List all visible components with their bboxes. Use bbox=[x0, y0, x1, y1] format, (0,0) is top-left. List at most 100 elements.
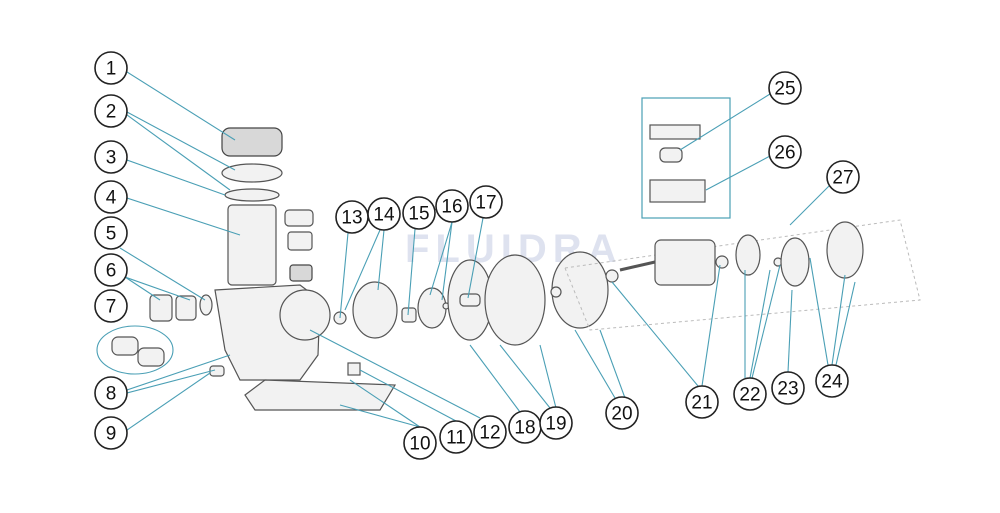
callout-number: 19 bbox=[545, 414, 566, 435]
capacitor bbox=[659, 147, 683, 163]
diffuser bbox=[352, 281, 398, 339]
callout-number: 14 bbox=[373, 205, 395, 226]
lid bbox=[221, 127, 283, 157]
callout-27: 27 bbox=[826, 160, 860, 194]
pump-parts bbox=[96, 97, 921, 411]
leader-line bbox=[831, 274, 846, 366]
impeller bbox=[417, 287, 447, 329]
callout-21: 21 bbox=[685, 385, 719, 419]
adapter-a bbox=[111, 336, 139, 356]
leader-line bbox=[705, 155, 771, 191]
impeller-nut bbox=[401, 307, 417, 323]
union-6b bbox=[175, 295, 197, 321]
leader-line bbox=[751, 264, 781, 379]
bearing bbox=[715, 255, 729, 269]
fan bbox=[780, 237, 810, 287]
fan-cover bbox=[826, 221, 864, 279]
callout-12: 12 bbox=[473, 415, 507, 449]
callout-9: 9 bbox=[94, 416, 128, 450]
callout-number: 22 bbox=[739, 385, 760, 406]
base bbox=[244, 379, 397, 411]
mech-seal bbox=[459, 293, 481, 307]
leader-line bbox=[126, 369, 216, 394]
callout-number: 6 bbox=[106, 261, 117, 282]
motor-plane bbox=[564, 219, 921, 331]
leader-line bbox=[126, 114, 231, 191]
callout-16: 16 bbox=[435, 189, 469, 223]
callout-number: 10 bbox=[409, 434, 430, 455]
callout-number: 3 bbox=[106, 148, 117, 169]
cap-cover bbox=[649, 124, 701, 140]
leader-line bbox=[789, 184, 831, 226]
leader-line bbox=[349, 379, 421, 428]
callout-23: 23 bbox=[771, 371, 805, 405]
union-nut bbox=[284, 209, 314, 227]
callout-number: 23 bbox=[777, 379, 798, 400]
callout-26: 26 bbox=[768, 135, 802, 169]
leader-line bbox=[574, 329, 616, 399]
seal-plate bbox=[484, 254, 546, 346]
leader-line bbox=[611, 281, 699, 387]
callout-number: 21 bbox=[691, 393, 712, 414]
leader-line bbox=[539, 344, 557, 409]
leader-line bbox=[126, 111, 236, 171]
leader-line bbox=[126, 71, 236, 141]
union-part bbox=[289, 264, 313, 282]
basket bbox=[227, 204, 277, 286]
callout-19: 19 bbox=[539, 406, 573, 440]
callout-13: 13 bbox=[335, 200, 369, 234]
callout-20: 20 bbox=[605, 396, 639, 430]
terminal-box bbox=[649, 179, 706, 203]
callout-number: 18 bbox=[514, 418, 535, 439]
leader-line bbox=[441, 221, 453, 301]
leader-line bbox=[835, 281, 856, 366]
leader-line bbox=[339, 232, 349, 319]
leader-line bbox=[599, 329, 626, 399]
callout-22: 22 bbox=[733, 377, 767, 411]
callout-4: 4 bbox=[94, 180, 128, 214]
callout-number: 16 bbox=[441, 197, 462, 218]
leader-line bbox=[749, 269, 771, 379]
callout-number: 26 bbox=[774, 143, 795, 164]
lid-ring bbox=[221, 163, 283, 183]
leader-line bbox=[309, 329, 481, 419]
leader-line bbox=[344, 229, 381, 311]
capacitor-box bbox=[641, 97, 731, 219]
leader-line bbox=[787, 289, 793, 373]
adapter-b bbox=[137, 347, 165, 367]
callout-number: 4 bbox=[106, 188, 117, 209]
callout-5: 5 bbox=[94, 216, 128, 250]
callout-3: 3 bbox=[94, 140, 128, 174]
callout-number: 1 bbox=[106, 59, 117, 80]
motor bbox=[654, 239, 716, 286]
callout-number: 24 bbox=[821, 372, 843, 393]
leader-line bbox=[467, 217, 484, 299]
callout-number: 9 bbox=[106, 424, 117, 445]
callout-15: 15 bbox=[402, 196, 436, 230]
callout-number: 25 bbox=[774, 79, 795, 100]
base-clip bbox=[347, 362, 361, 376]
callout-7: 7 bbox=[94, 289, 128, 323]
callout-18: 18 bbox=[508, 410, 542, 444]
callout-number: 12 bbox=[479, 423, 500, 444]
leader-line bbox=[429, 221, 453, 296]
callout-24: 24 bbox=[815, 364, 849, 398]
callout-1: 1 bbox=[94, 51, 128, 85]
leader-line bbox=[121, 275, 191, 301]
callout-number: 11 bbox=[446, 428, 466, 449]
callout-number: 15 bbox=[408, 204, 429, 225]
callout-number: 17 bbox=[475, 193, 496, 214]
callout-number: 8 bbox=[106, 384, 117, 405]
leader-line bbox=[407, 228, 416, 316]
callout-11: 11 bbox=[439, 420, 473, 454]
leader-line bbox=[121, 274, 161, 301]
leader-line bbox=[809, 257, 829, 366]
callout-number: 2 bbox=[106, 102, 117, 123]
volute bbox=[279, 289, 331, 341]
union-6a bbox=[149, 294, 173, 322]
callout-17: 17 bbox=[469, 185, 503, 219]
callout-8: 8 bbox=[94, 376, 128, 410]
end-cover bbox=[735, 234, 761, 276]
